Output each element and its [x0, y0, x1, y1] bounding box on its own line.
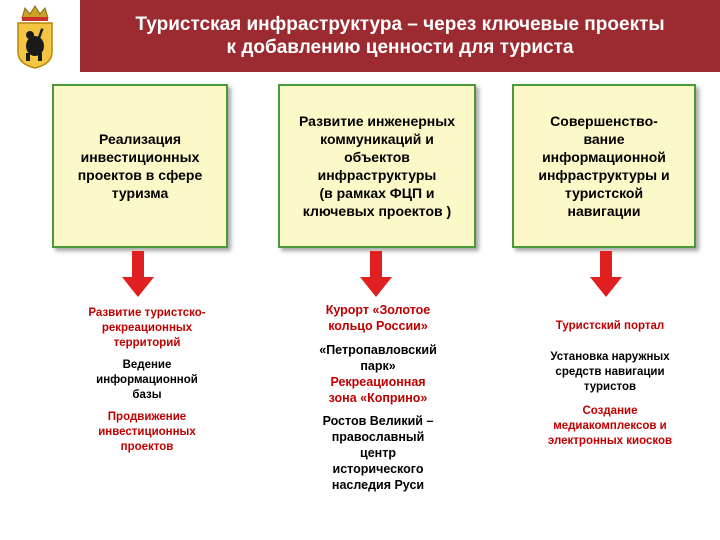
list-item: Курорт «Золотое кольцо России»	[325, 303, 431, 333]
column-information: Туристский портал Установка наружных сре…	[520, 319, 700, 449]
project-box-information: Совершенство- вание информационной инфра…	[512, 84, 696, 248]
list-item: Установка наружных средств навигации тур…	[550, 351, 670, 393]
box-text: Развитие инженерных коммуникаций и объек…	[298, 113, 455, 219]
page-title: Туристская инфраструктура – через ключев…	[135, 14, 665, 58]
arrow-down-icon	[122, 251, 154, 297]
column-investment: Развитие туристско- рекреационных террит…	[62, 306, 232, 455]
list-item: Туристский портал	[555, 320, 665, 332]
list-item: Создание медиакомплексов и электронных к…	[547, 405, 673, 447]
project-box-investment: Реализация инвестиционных проектов в сфе…	[52, 84, 228, 248]
list-item: Ведение информационной базы	[96, 359, 198, 401]
box-text: Реализация инвестиционных проектов в сфе…	[77, 131, 203, 201]
list-item: Ростов Великий – православный центр исто…	[322, 414, 434, 492]
project-box-engineering: Развитие инженерных коммуникаций и объек…	[278, 84, 476, 248]
coat-of-arms-icon	[17, 5, 53, 69]
header-bar: Туристская инфраструктура – через ключев…	[80, 0, 720, 72]
arrow-down-icon	[590, 251, 622, 297]
list-item: «Петропавловский парк»	[319, 343, 437, 373]
arrow-down-icon	[360, 251, 392, 297]
list-item: Рекреационная зона «Коприно»	[328, 375, 428, 405]
column-engineering: Курорт «Золотое кольцо России» «Петропав…	[292, 302, 464, 493]
list-item: Развитие туристско- рекреационных террит…	[88, 307, 206, 349]
list-item: Продвижение инвестиционных проектов	[98, 411, 196, 453]
box-text: Совершенство- вание информационной инфра…	[538, 113, 670, 219]
